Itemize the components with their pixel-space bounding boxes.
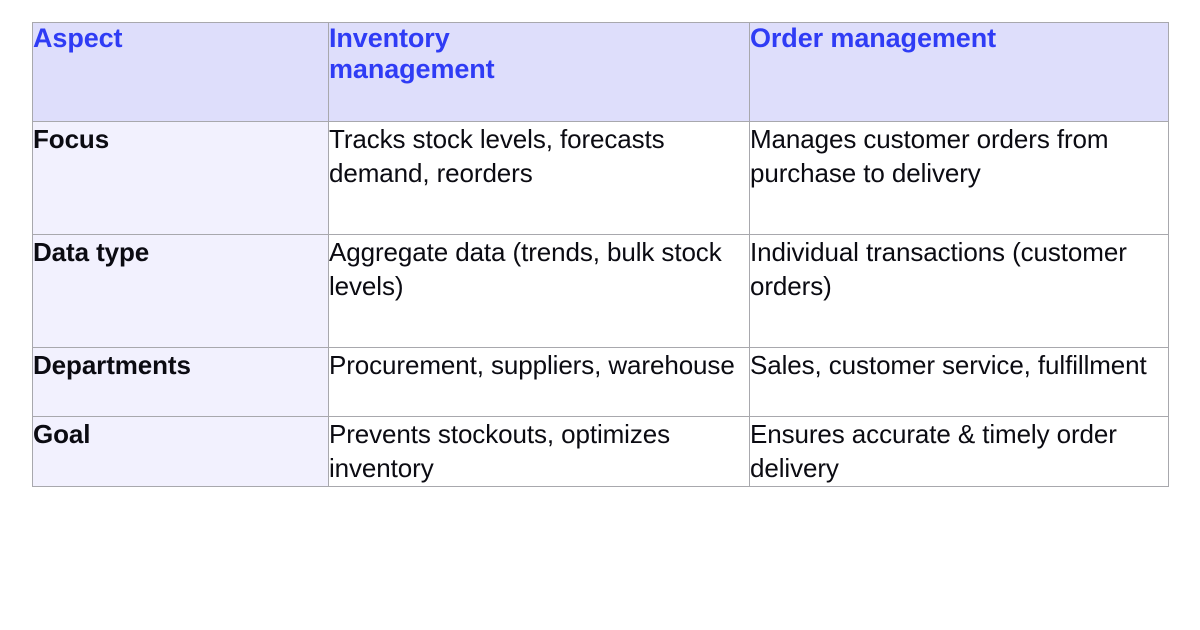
table-row: Focus Tracks stock levels, forecasts dem… (32, 121, 1169, 235)
cell-aspect-focus: Focus (32, 121, 329, 235)
cell-text: Individual transactions (customer orders… (750, 237, 1127, 302)
cell-aspect-goal: Goal (32, 416, 329, 487)
cell-text: Focus (33, 124, 110, 154)
cell-text: Tracks stock levels, forecasts demand, r… (329, 124, 665, 189)
cell-order-data-type: Individual transactions (customer orders… (749, 234, 1169, 348)
table-row: Departments Procurement, suppliers, ware… (32, 347, 1169, 417)
table-body: Focus Tracks stock levels, forecasts dem… (32, 121, 1169, 487)
column-header-inventory-management-label-line2: management (329, 53, 495, 84)
cell-text: Aggregate data (trends, bulk stock level… (329, 237, 722, 302)
cell-text: Prevents stockouts, optimizes inventory (329, 419, 671, 484)
cell-order-goal: Ensures accurate & timely order delivery (749, 416, 1169, 487)
header-row: Aspect Inventory management Order manage… (32, 22, 1169, 122)
cell-inventory-departments: Procurement, suppliers, warehouse (328, 347, 750, 417)
table-row: Goal Prevents stockouts, optimizes inven… (32, 416, 1169, 487)
cell-aspect-data-type: Data type (32, 234, 329, 348)
cell-text: Ensures accurate & timely order delivery (750, 419, 1117, 484)
column-header-inventory-management-label-line1: Inventory (329, 23, 450, 53)
table-header: Aspect Inventory management Order manage… (32, 22, 1169, 122)
cell-inventory-goal: Prevents stockouts, optimizes inventory (328, 416, 750, 487)
cell-text: Data type (33, 237, 150, 267)
cell-order-departments: Sales, customer service, fulfillment (749, 347, 1169, 417)
cell-text: Sales, customer service, fulfillment (750, 350, 1147, 380)
column-header-aspect: Aspect (32, 22, 329, 122)
column-header-order-management: Order management (749, 22, 1169, 122)
column-header-aspect-label: Aspect (33, 23, 123, 53)
cell-aspect-departments: Departments (32, 347, 329, 417)
column-header-order-management-label: Order management (750, 23, 996, 53)
cell-text: Manages customer orders from purchase to… (750, 124, 1109, 189)
cell-text: Procurement, suppliers, warehouse (329, 350, 735, 380)
cell-text: Goal (33, 419, 91, 449)
comparison-table: Aspect Inventory management Order manage… (32, 22, 1169, 487)
cell-inventory-data-type: Aggregate data (trends, bulk stock level… (328, 234, 750, 348)
table-row: Data type Aggregate data (trends, bulk s… (32, 234, 1169, 348)
cell-text: Departments (33, 350, 191, 380)
cell-order-focus: Manages customer orders from purchase to… (749, 121, 1169, 235)
cell-inventory-focus: Tracks stock levels, forecasts demand, r… (328, 121, 750, 235)
column-header-inventory-management: Inventory management (328, 22, 750, 122)
